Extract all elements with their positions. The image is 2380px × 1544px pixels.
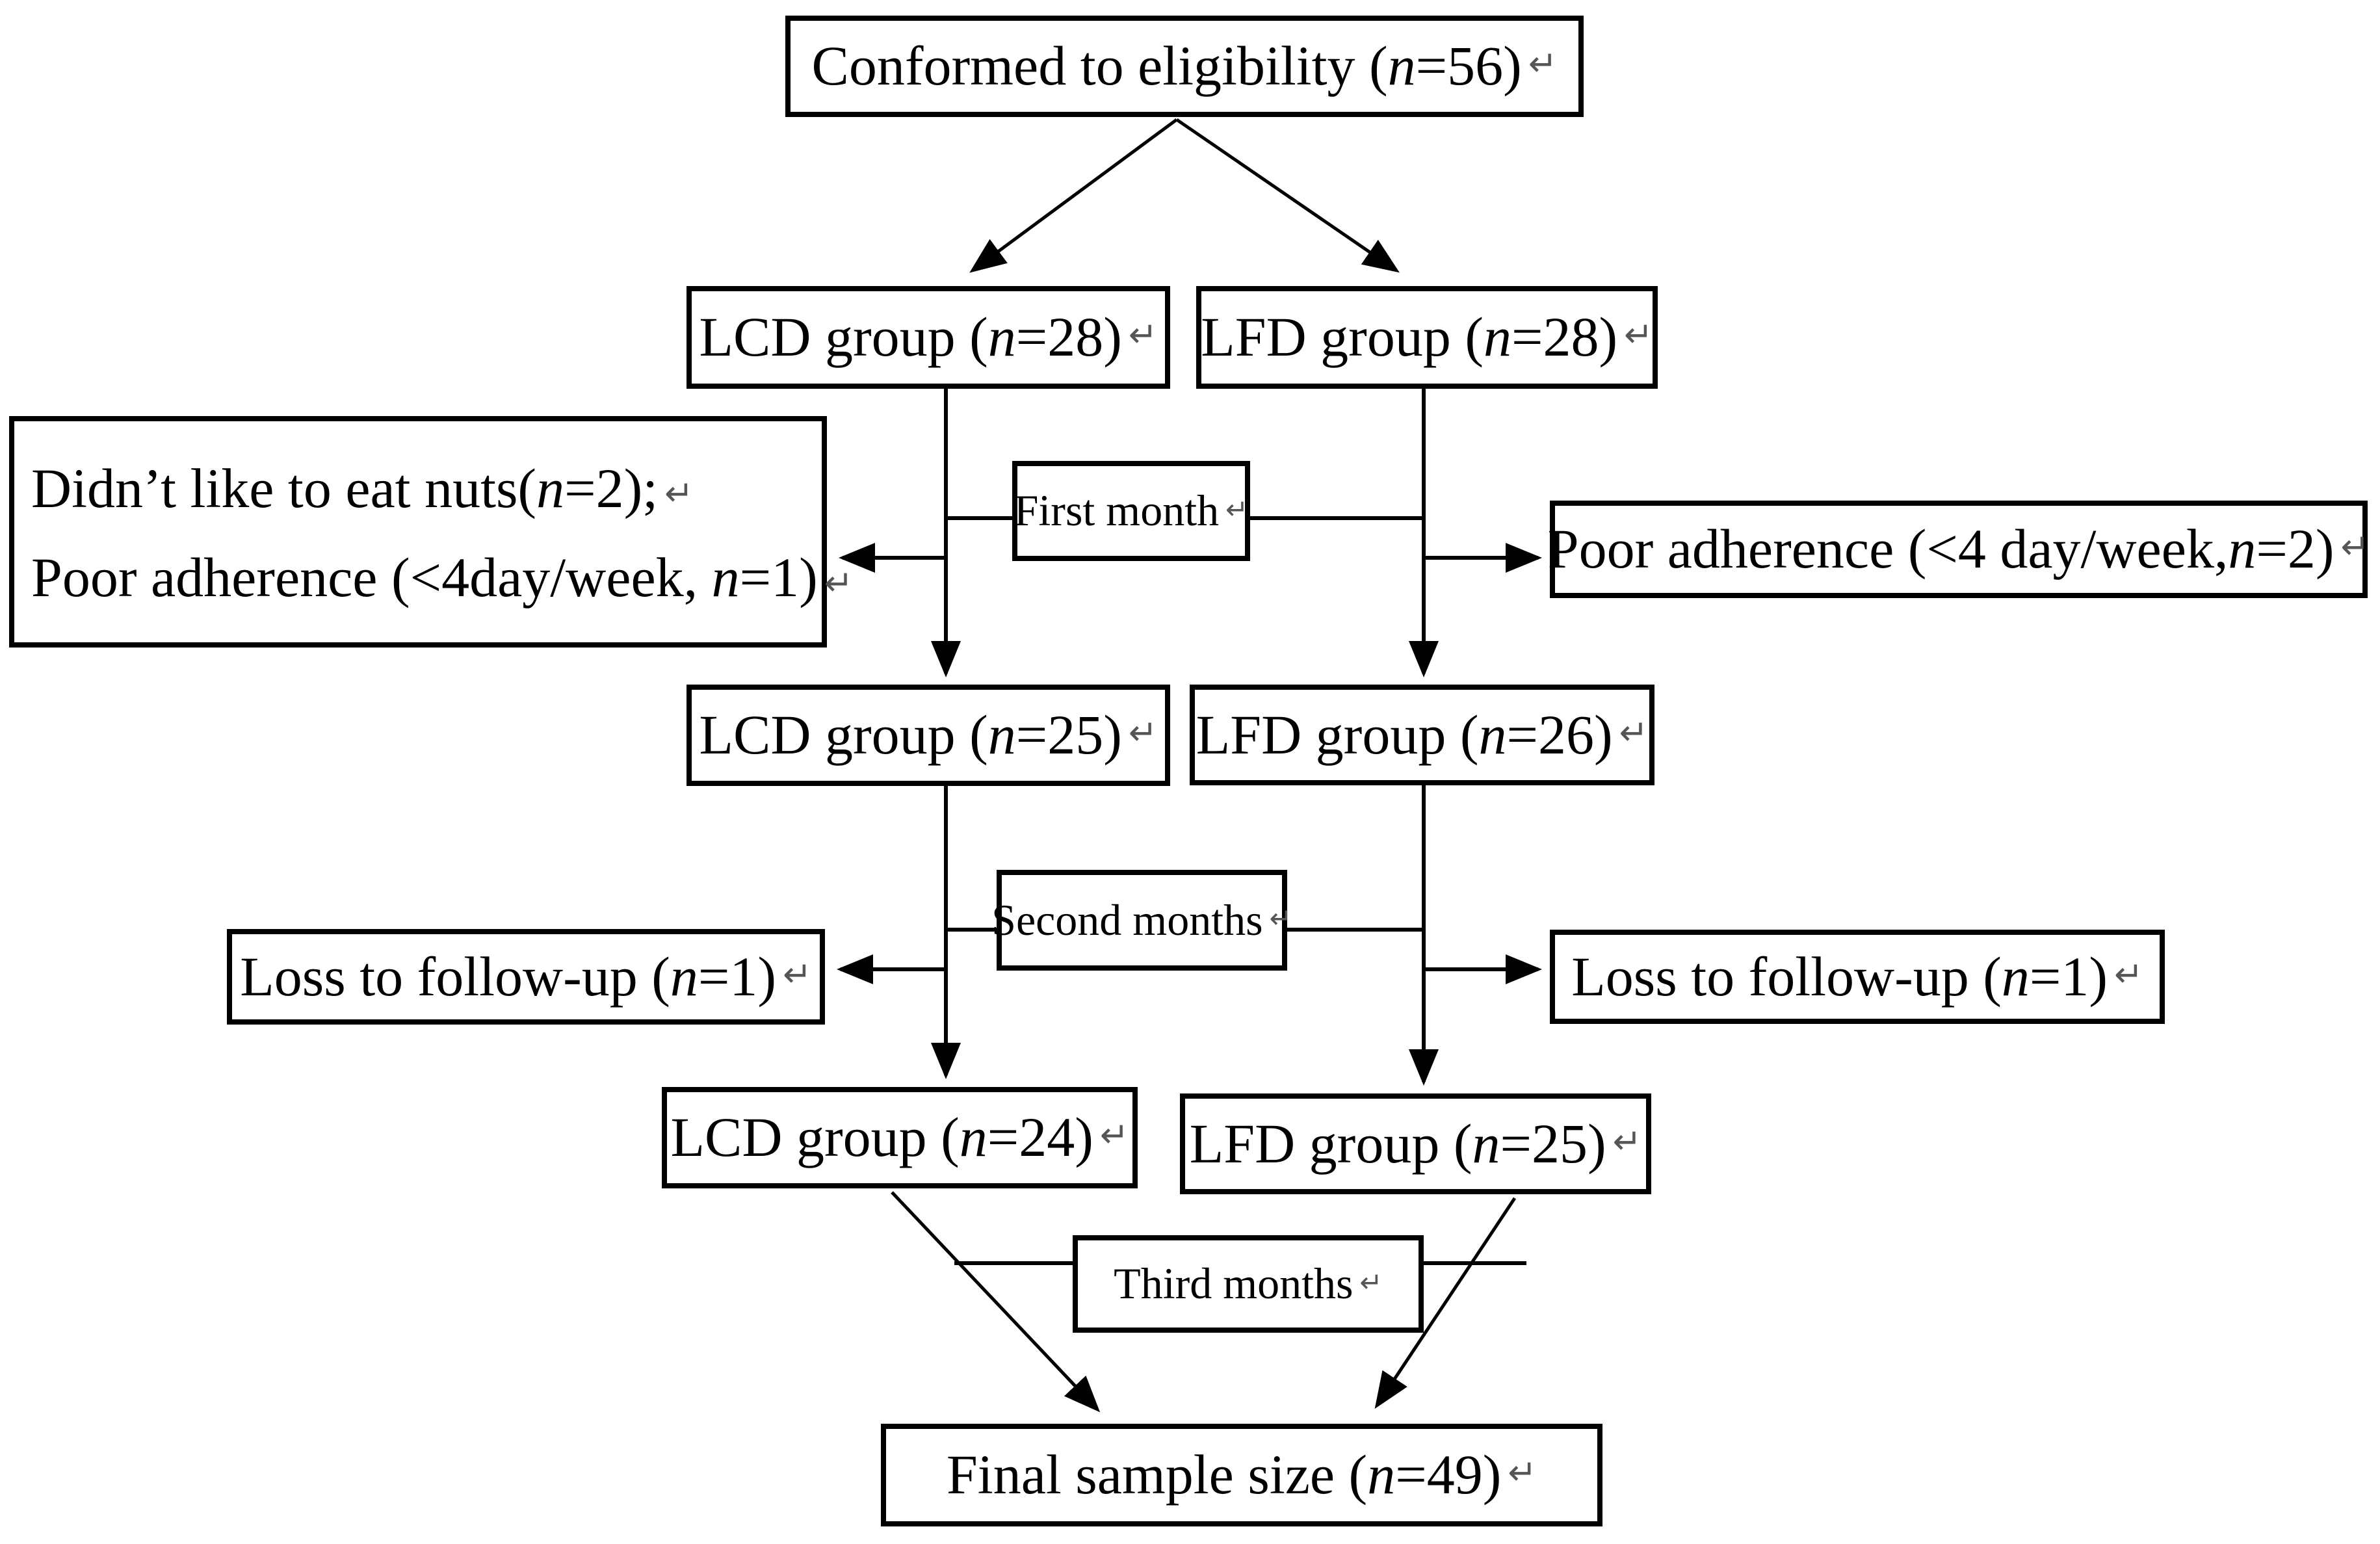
return-mark: ↵ [1099,1115,1129,1156]
exclusion-line-2: Poor adherence (<4day/week, n=1)↵ [31,546,854,609]
node-exclusions-lcd-month1: Didn’t like to eat nuts(n=2);↵ Poor adhe… [9,416,853,648]
italic-n: n [536,457,565,519]
node-second-months: Second months↵ [991,870,1292,971]
italic-n: n [1478,703,1507,766]
italic-n: n [1367,1443,1396,1506]
return-mark: ↵ [1269,902,1292,935]
return-mark: ↵ [1612,1121,1642,1162]
return-mark: ↵ [1128,315,1158,356]
italic-n: n [959,1106,987,1169]
italic-n: n [1387,34,1416,98]
return-mark: ↵ [1528,44,1558,85]
return-mark: ↵ [1225,493,1249,525]
exclusion-line-1: Didn’t like to eat nuts(n=2);↵ [31,457,694,519]
node-lcd-group-month2: LCD group (n=24)↵ [662,1087,1138,1188]
return-mark: ↵ [1508,1452,1537,1493]
node-exclusion-lfd-month1: Poor adherence (<4 day/week, n=2)↵ [1548,501,2370,598]
node-lcd-group-baseline: LCD group (n=28)↵ [687,286,1170,389]
return-mark: ↵ [1624,315,1653,356]
return-mark: ↵ [664,473,694,514]
node-loss-followup-lcd: Loss to follow-up (n=1)↵ [227,929,825,1025]
return-mark: ↵ [1128,713,1158,753]
italic-n: n [670,945,698,1008]
node-lcd-group-month1: LCD group (n=25)↵ [687,685,1170,786]
node-lfd-group-baseline: LFD group (n=28)↵ [1196,286,1658,389]
italic-n: n [2228,517,2256,581]
return-mark: ↵ [2340,527,2370,568]
node-loss-followup-lfd: Loss to follow-up (n=1)↵ [1550,930,2165,1024]
italic-n: n [987,306,1016,369]
return-mark: ↵ [824,562,854,603]
node-lfd-group-month1: LFD group (n=26)↵ [1190,685,1654,785]
node-conformed-eligibility: Conformed to eligibility (n=56)↵ [785,16,1584,117]
node-lfd-group-month2: LFD group (n=25)↵ [1180,1093,1651,1194]
italic-n: n [987,703,1016,766]
italic-n: n [711,546,740,609]
italic-n: n [2001,945,2030,1008]
top-split-arrows [969,118,1400,273]
node-first-month: First month↵ [1012,461,1250,561]
return-mark: ↵ [1359,1266,1383,1298]
final-diagonal-arrows [891,1191,1517,1413]
node-final-sample-size: Final sample size (n=49)↵ [881,1424,1602,1526]
italic-n: n [1472,1112,1500,1175]
node-third-months: Third months↵ [1073,1235,1424,1333]
return-mark: ↵ [1619,712,1649,753]
return-mark: ↵ [783,954,812,995]
return-mark: ↵ [2114,954,2143,995]
italic-n: n [1483,306,1511,369]
